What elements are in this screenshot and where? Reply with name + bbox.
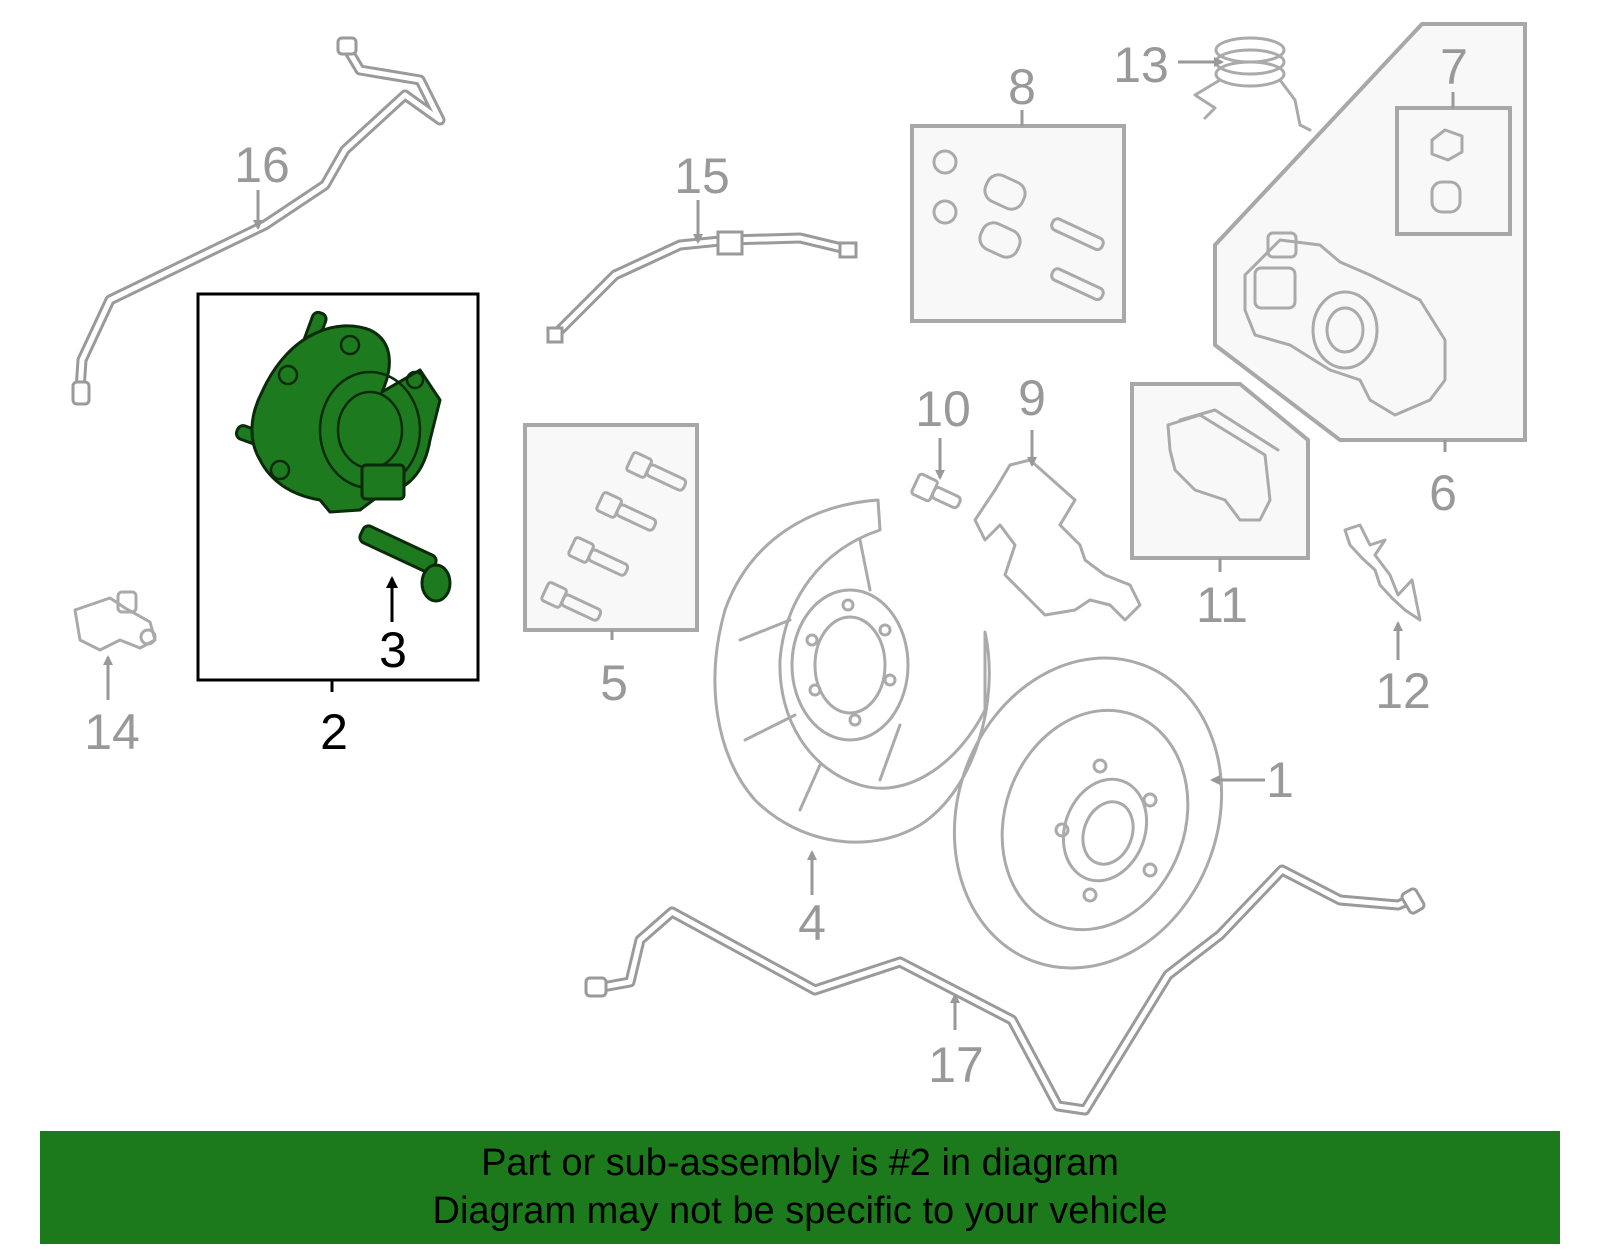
callout-15[interactable]: 15 xyxy=(674,148,730,204)
pad-clip-12[interactable] xyxy=(1343,523,1422,622)
callout-6[interactable]: 6 xyxy=(1429,465,1457,521)
callout-4[interactable]: 4 xyxy=(798,895,826,951)
bleeder-cap-7[interactable] xyxy=(1430,128,1464,214)
callout-13[interactable]: 13 xyxy=(1113,37,1169,93)
guide-pin-kit-8[interactable] xyxy=(932,149,1105,302)
part-5-box xyxy=(523,423,699,632)
banner-line-1: Part or sub-assembly is #2 in diagram xyxy=(481,1142,1119,1184)
brake-line-16[interactable] xyxy=(71,36,446,406)
brake-line-17[interactable] xyxy=(584,864,1426,1116)
callout-14[interactable]: 14 xyxy=(84,704,140,760)
callout-11[interactable]: 11 xyxy=(1196,577,1248,633)
bolt-10[interactable] xyxy=(910,472,964,513)
info-banner: Part or sub-assembly is #2 in diagram Di… xyxy=(40,1131,1560,1244)
caliper-bracket-9[interactable] xyxy=(973,458,1142,622)
abs-sensor-14[interactable] xyxy=(73,590,157,652)
callout-labels: 1 2 3 4 5 6 7 8 9 10 11 12 13 14 15 16 1… xyxy=(84,37,1468,1093)
leader-lines xyxy=(103,57,1455,1030)
brake-rotor-1[interactable] xyxy=(912,620,1264,1006)
callout-16[interactable]: 16 xyxy=(234,137,290,193)
wheel-hub-assembly-2[interactable] xyxy=(234,310,452,603)
callout-17[interactable]: 17 xyxy=(928,1037,984,1093)
brake-pads-11[interactable] xyxy=(1166,408,1280,522)
callout-10[interactable]: 10 xyxy=(915,381,971,437)
banner-line-2: Diagram may not be specific to your vehi… xyxy=(432,1190,1168,1232)
callout-9[interactable]: 9 xyxy=(1018,370,1046,426)
callout-2[interactable]: 2 xyxy=(320,704,348,760)
brake-hose-15[interactable] xyxy=(546,230,858,344)
callout-3[interactable]: 3 xyxy=(379,622,407,678)
part-11-box xyxy=(1130,382,1310,560)
dust-shield-4[interactable] xyxy=(713,498,991,844)
callout-8[interactable]: 8 xyxy=(1008,59,1036,115)
callout-1[interactable]: 1 xyxy=(1266,752,1294,808)
callout-7[interactable]: 7 xyxy=(1440,39,1468,95)
bolts-5[interactable] xyxy=(540,451,689,625)
part-7-box xyxy=(1395,106,1512,236)
callout-12[interactable]: 12 xyxy=(1375,663,1431,719)
brake-caliper-6[interactable] xyxy=(1243,231,1447,417)
spring-13[interactable] xyxy=(1193,36,1312,132)
callout-5[interactable]: 5 xyxy=(600,655,628,711)
